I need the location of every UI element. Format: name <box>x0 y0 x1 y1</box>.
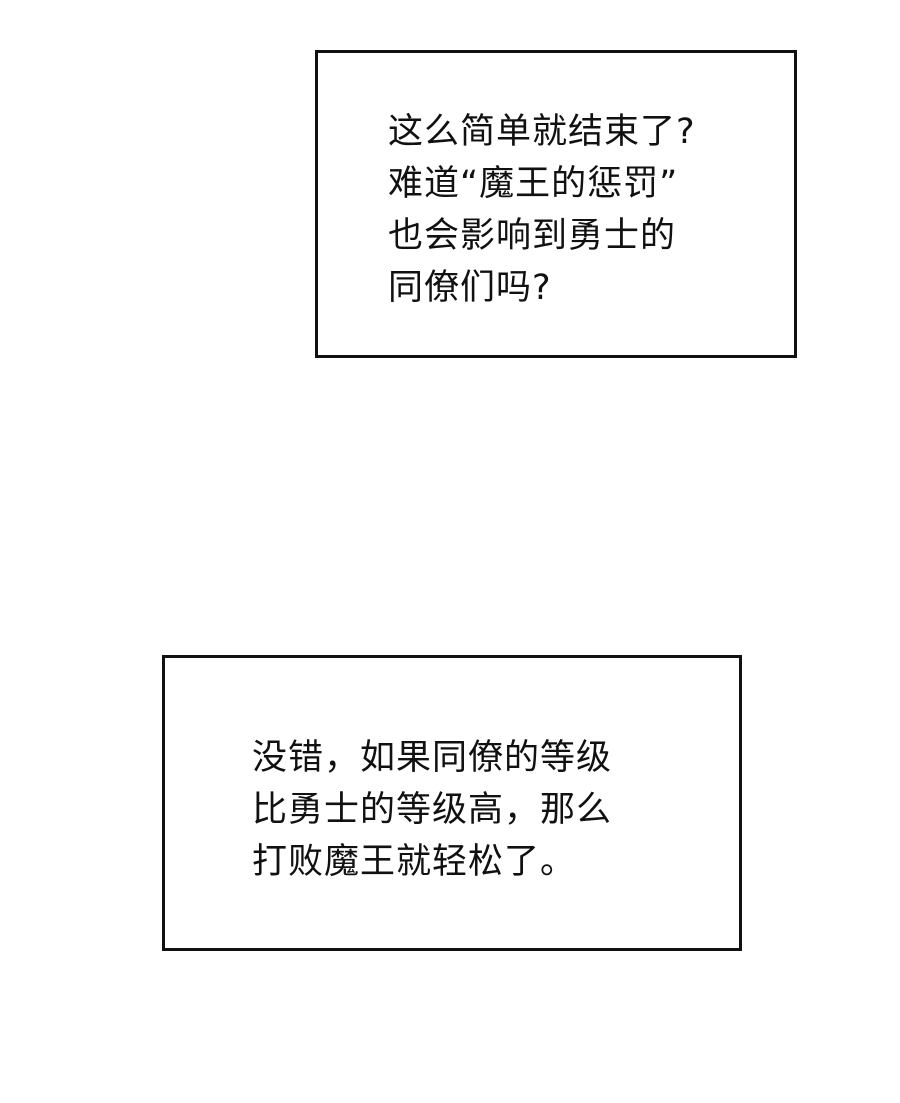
caption-line: 这么简单就结束了? <box>388 112 696 152</box>
caption-box-answer: 没错，如果同僚的等级 比勇士的等级高，那么 打败魔王就轻松了。 <box>162 655 742 951</box>
caption-text: 没错，如果同僚的等级 比勇士的等级高，那么 打败魔王就轻松了。 <box>252 732 612 888</box>
caption-box-question: 这么简单就结束了? 难道“魔王的惩罚” 也会影响到勇士的 同僚们吗? <box>315 50 797 358</box>
caption-line: 打败魔王就轻松了。 <box>252 842 577 882</box>
caption-line: 难道“魔王的惩罚” <box>388 164 679 204</box>
caption-line: 比勇士的等级高，那么 <box>252 790 613 830</box>
caption-line: 同僚们吗? <box>388 268 552 308</box>
caption-line: 也会影响到勇士的 <box>388 216 677 256</box>
caption-line: 没错，如果同僚的等级 <box>252 738 613 778</box>
caption-text: 这么简单就结束了? 难道“魔王的惩罚” 也会影响到勇士的 同僚们吗? <box>388 106 696 314</box>
